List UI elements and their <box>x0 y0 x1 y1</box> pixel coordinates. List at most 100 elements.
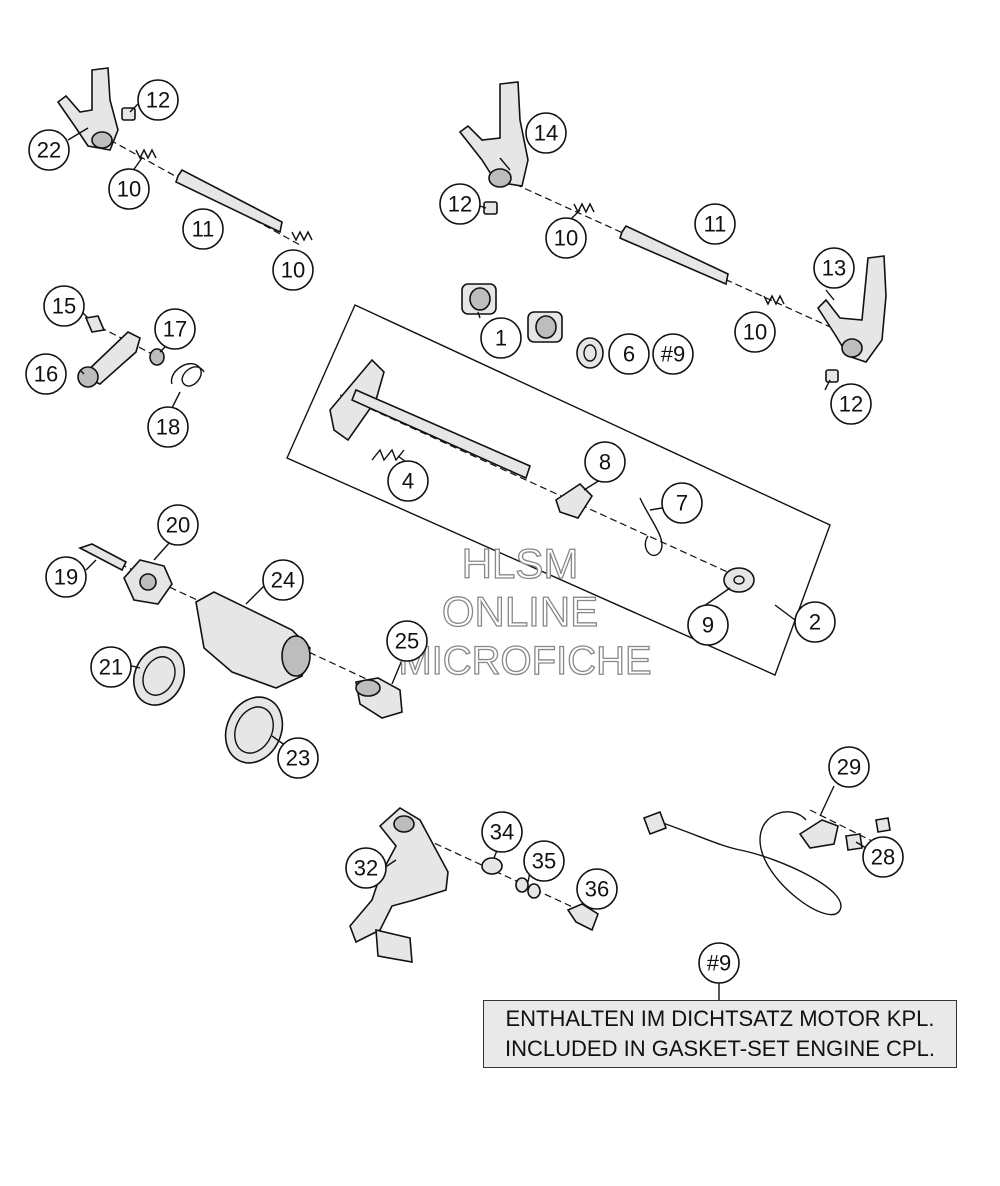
shift-shaft-assembly <box>329 358 531 480</box>
note-line-english: INCLUDED IN GASKET-SET ENGINE CPL. <box>505 1036 935 1061</box>
svg-text:28: 28 <box>871 845 895 870</box>
svg-text:11: 11 <box>704 212 727 237</box>
svg-text:10: 10 <box>117 177 141 202</box>
bearing-1-a <box>461 283 497 315</box>
svg-text:6: 6 <box>623 342 635 367</box>
callout-15[interactable]: 15 <box>43 285 85 327</box>
svg-text:#9: #9 <box>661 342 685 367</box>
svg-text:36: 36 <box>585 877 609 902</box>
sleeve-17 <box>149 348 165 366</box>
callout-17[interactable]: 17 <box>154 308 196 350</box>
seal-ring-6 <box>576 337 604 369</box>
svg-text:13: 13 <box>822 256 846 281</box>
callout-7[interactable]: 7 <box>661 482 703 524</box>
callout-24[interactable]: 24 <box>262 559 304 601</box>
watermark-line-2: ONLINE <box>442 588 598 635</box>
svg-text:19: 19 <box>54 565 78 590</box>
svg-text:7: 7 <box>676 491 688 516</box>
svg-text:29: 29 <box>837 755 861 780</box>
svg-text:10: 10 <box>281 258 305 283</box>
callout-10-right-a[interactable]: 10 <box>545 217 587 259</box>
svg-text:#9: #9 <box>707 951 731 976</box>
svg-text:4: 4 <box>402 469 414 494</box>
assembly-axes <box>89 139 881 916</box>
svg-text:23: 23 <box>286 746 310 771</box>
callout-25[interactable]: 25 <box>386 620 428 662</box>
shift-shaft-11-left <box>175 168 283 234</box>
svg-text:1: 1 <box>495 326 507 351</box>
spring-7 <box>639 497 663 557</box>
bearing-1-b <box>527 311 563 343</box>
spring-18 <box>170 363 205 387</box>
svg-text:18: 18 <box>156 415 180 440</box>
svg-text:25: 25 <box>395 629 419 654</box>
svg-text:15: 15 <box>52 294 76 319</box>
callout-32[interactable]: 32 <box>345 847 387 889</box>
callout-10-top-left-b[interactable]: 10 <box>272 249 314 291</box>
callout-9[interactable]: 9 <box>687 604 729 646</box>
callout-hash9-top[interactable]: #9 <box>652 333 694 375</box>
callout-28[interactable]: 28 <box>862 836 904 878</box>
spring-4 <box>371 448 405 462</box>
shift-shaft-11-right <box>619 224 729 286</box>
callout-12-top-right[interactable]: 12 <box>439 183 481 225</box>
shift-fork-14 <box>458 81 529 188</box>
callout-21[interactable]: 21 <box>90 646 132 688</box>
spring-10-right-a <box>573 202 595 214</box>
callout-20[interactable]: 20 <box>157 504 199 546</box>
callout-14[interactable]: 14 <box>525 112 567 154</box>
washers-35 <box>515 877 541 899</box>
callout-10-top-left-a[interactable]: 10 <box>108 168 150 210</box>
callout-12-top-left[interactable]: 12 <box>137 79 179 121</box>
watermark-line-1: HLSM <box>462 540 579 587</box>
guide-8 <box>555 482 594 519</box>
callout-10-right-b[interactable]: 10 <box>734 311 776 353</box>
callout-1[interactable]: 1 <box>480 317 522 359</box>
callout-19[interactable]: 19 <box>45 556 87 598</box>
cap-25 <box>355 677 403 719</box>
watermark-line-3: MICROFICHE <box>398 639 651 683</box>
detent-lever-16 <box>77 331 141 388</box>
callout-11-left[interactable]: 11 <box>182 208 224 250</box>
callout-18[interactable]: 18 <box>147 406 189 448</box>
svg-text:35: 35 <box>532 849 556 874</box>
svg-text:21: 21 <box>99 655 123 680</box>
bolt-19 <box>77 543 128 572</box>
callout-hash9-note[interactable]: #9 <box>698 942 740 984</box>
callout-16[interactable]: 16 <box>25 353 67 395</box>
callout-4[interactable]: 4 <box>387 460 429 502</box>
callout-2[interactable]: 2 <box>794 601 836 643</box>
callout-29[interactable]: 29 <box>828 746 870 788</box>
callout-34[interactable]: 34 <box>481 811 523 853</box>
svg-text:12: 12 <box>448 192 472 217</box>
svg-text:34: 34 <box>490 820 514 845</box>
sub-assembly-box-2 <box>286 304 831 676</box>
shift-star-20 <box>123 559 173 605</box>
svg-text:20: 20 <box>166 513 190 538</box>
callout-36[interactable]: 36 <box>576 868 618 910</box>
callout-12-right[interactable]: 12 <box>830 383 872 425</box>
svg-text:14: 14 <box>534 121 558 146</box>
svg-text:22: 22 <box>37 138 61 163</box>
callout-8[interactable]: 8 <box>584 441 626 483</box>
svg-text:17: 17 <box>163 317 187 342</box>
svg-text:8: 8 <box>599 450 611 475</box>
screw-28-a <box>875 817 891 833</box>
watermark: HLSM ONLINE MICROFICHE <box>398 539 653 683</box>
callout-13[interactable]: 13 <box>813 247 855 289</box>
callout-11-right[interactable]: 11 <box>694 203 736 245</box>
shift-fork-22 <box>56 67 119 151</box>
note-line-german: ENTHALTEN IM DICHTSATZ MOTOR KPL. <box>505 1006 935 1031</box>
bolt-15 <box>84 315 106 333</box>
svg-text:9: 9 <box>702 613 714 638</box>
callout-35[interactable]: 35 <box>523 840 565 882</box>
gasket-set-note: ENTHALTEN IM DICHTSATZ MOTOR KPL. INCLUD… <box>483 1000 957 1068</box>
spring-10-top-left-a <box>135 148 157 160</box>
bolt-36 <box>566 903 599 932</box>
callout-22[interactable]: 22 <box>28 129 70 171</box>
callout-23[interactable]: 23 <box>277 737 319 779</box>
leader-lines <box>67 99 867 1000</box>
callout-6[interactable]: 6 <box>608 333 650 375</box>
svg-text:10: 10 <box>554 226 578 251</box>
